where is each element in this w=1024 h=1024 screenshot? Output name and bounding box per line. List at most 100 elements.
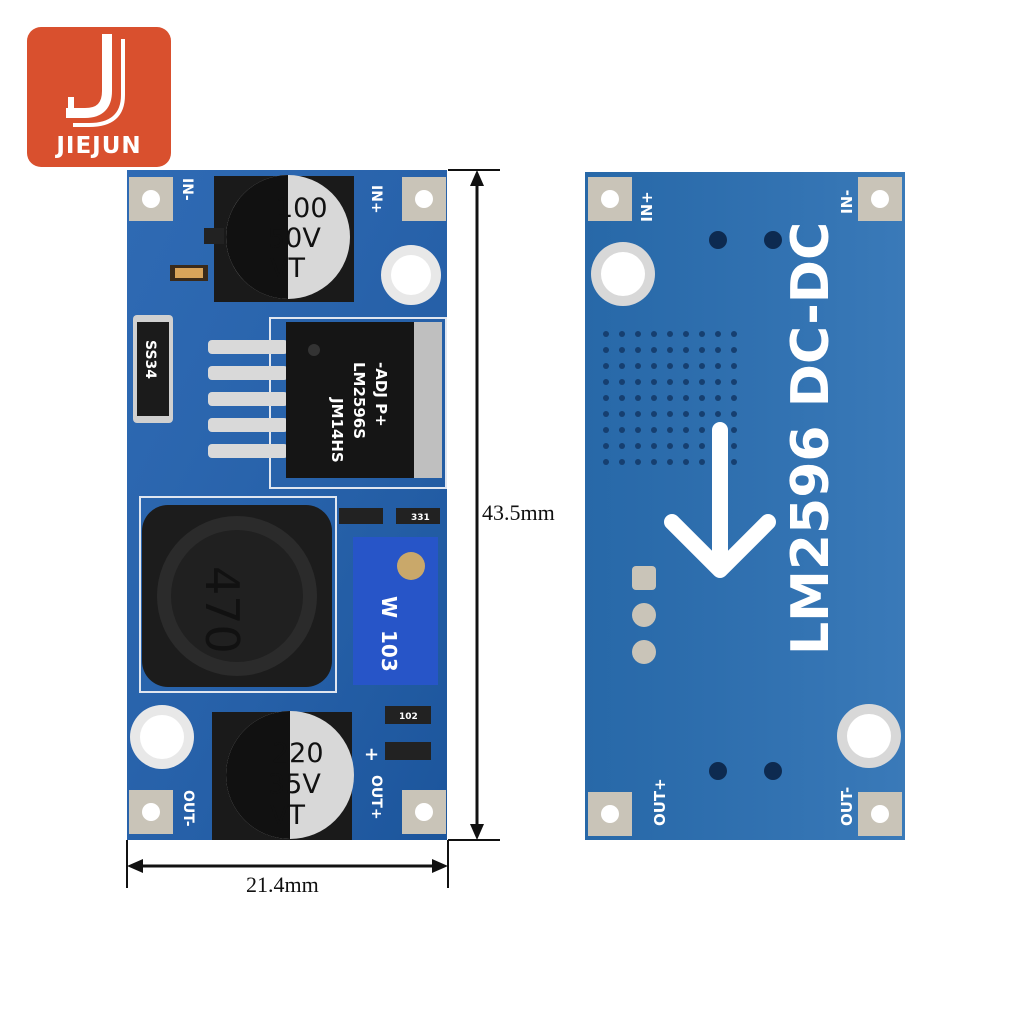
- via-dot: [699, 363, 705, 369]
- via-dot: [635, 395, 641, 401]
- resistor-331-label: 331: [411, 513, 430, 523]
- via-dot: [651, 459, 657, 465]
- via-dot: [683, 443, 689, 449]
- via-dot: [699, 443, 705, 449]
- via-dot: [715, 363, 721, 369]
- via-dot: [603, 395, 609, 401]
- via-dot: [699, 347, 705, 353]
- back-label-in-minus: IN-: [838, 190, 856, 214]
- via-dot: [619, 363, 625, 369]
- via-dot: [731, 379, 737, 385]
- brand-name: JIEJUN: [56, 133, 142, 159]
- cap-top-voltage: 50V: [268, 223, 321, 254]
- via-dot: [667, 379, 673, 385]
- via-dot: [731, 363, 737, 369]
- via-dot: [603, 363, 609, 369]
- via-dot: [619, 427, 625, 433]
- via-dot: [603, 443, 609, 449]
- via-dot: [683, 459, 689, 465]
- via-grid: [603, 331, 737, 465]
- smd-mid-1: [339, 508, 383, 524]
- via-dot: [603, 331, 609, 337]
- resistor-102-label: 102: [399, 712, 418, 722]
- via-dot: [667, 395, 673, 401]
- via-dot: [731, 347, 737, 353]
- via-dot: [667, 459, 673, 465]
- via-dot: [667, 443, 673, 449]
- chip-pins: [208, 340, 288, 458]
- chip-variant: -ADJ P+: [372, 362, 390, 427]
- via-dot: [619, 411, 625, 417]
- via-dot: [651, 427, 657, 433]
- via-dot: [667, 363, 673, 369]
- via-dot: [619, 459, 625, 465]
- via-dot: [619, 379, 625, 385]
- led: [385, 742, 431, 760]
- via-dot: [683, 395, 689, 401]
- via-dot: [635, 427, 641, 433]
- via-dot: [683, 363, 689, 369]
- diode-label: SS34: [142, 340, 158, 379]
- dimension-height: 43.5mm: [448, 169, 555, 841]
- label-plus-sign: +: [364, 744, 379, 765]
- via-dot: [619, 347, 625, 353]
- via-dot: [667, 347, 673, 353]
- via-dot: [699, 331, 705, 337]
- via-dot: [667, 427, 673, 433]
- logo-j-mark-icon: [66, 34, 125, 127]
- via-dot: [603, 347, 609, 353]
- via-dot: [699, 459, 705, 465]
- back-label-in-plus: IN+: [638, 191, 656, 222]
- via-dot: [715, 347, 721, 353]
- via-dot: [635, 443, 641, 449]
- via-dot: [635, 331, 641, 337]
- via-dot: [731, 459, 737, 465]
- via-dot: [603, 427, 609, 433]
- via-dot: [715, 395, 721, 401]
- via-dot: [635, 459, 641, 465]
- via-dot: [651, 411, 657, 417]
- cap-bottom-value: 220: [272, 738, 324, 769]
- cap-bottom-series: VT: [270, 800, 305, 831]
- dimension-width: 21.4mm: [126, 840, 449, 897]
- via-dot: [651, 395, 657, 401]
- via-dot: [731, 331, 737, 337]
- via-dot: [651, 379, 657, 385]
- back-board: IN+ IN- OUT+ OUT- LM2596 DC-DC: [585, 172, 905, 840]
- trimmer-w: W: [377, 596, 401, 618]
- via-dot: [619, 395, 625, 401]
- flow-arrow-icon: [664, 422, 776, 578]
- chip-model: LM2596S: [350, 362, 368, 439]
- chip-code: JM14HS: [328, 397, 346, 463]
- via-dot: [635, 363, 641, 369]
- via-dot: [651, 331, 657, 337]
- label-out-plus: OUT+: [368, 775, 384, 820]
- via-dot: [731, 427, 737, 433]
- via-dot: [667, 411, 673, 417]
- via-dot: [619, 331, 625, 337]
- via-dot: [603, 411, 609, 417]
- label-in-minus: IN-: [179, 178, 195, 201]
- inductor-label: 470: [195, 566, 249, 654]
- via-dot: [683, 347, 689, 353]
- cap-bottom-voltage: 35V: [268, 769, 321, 800]
- via-dot: [683, 379, 689, 385]
- via-dot: [603, 459, 609, 465]
- front-board: IN- IN+ OUT- OUT+ + 100 50V VT SS34: [127, 170, 447, 840]
- height-label: 43.5mm: [482, 500, 555, 525]
- via-dot: [651, 443, 657, 449]
- label-out-minus: OUT-: [180, 790, 196, 827]
- via-dot: [715, 331, 721, 337]
- via-dot: [731, 443, 737, 449]
- resistor-331: [396, 508, 440, 524]
- via-dot: [715, 379, 721, 385]
- via-dot: [715, 411, 721, 417]
- via-dot: [635, 379, 641, 385]
- via-dot: [683, 427, 689, 433]
- via-dot: [635, 347, 641, 353]
- via-dot: [699, 427, 705, 433]
- via-dot: [651, 347, 657, 353]
- via-dot: [651, 363, 657, 369]
- via-dot: [635, 411, 641, 417]
